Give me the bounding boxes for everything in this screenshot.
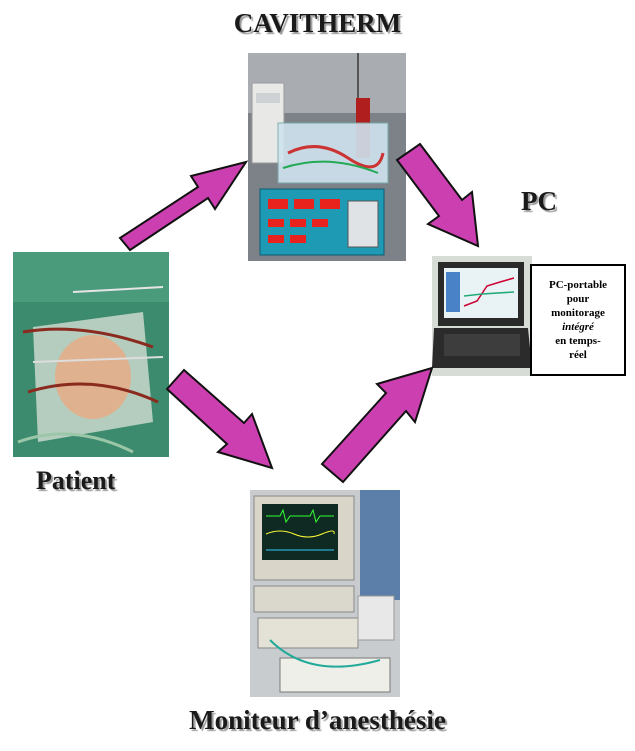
pc-caption-box: PC-portable pour monitorage intégré en t… (530, 264, 626, 376)
cavitherm-photo (248, 53, 406, 261)
arrow-patient-to-cavitherm (118, 160, 249, 252)
patient-label: Patient (36, 466, 116, 495)
patient-photo (13, 252, 169, 457)
arrow-patient-to-moniteur (165, 368, 274, 470)
moniteur-photo (250, 490, 400, 697)
pc-caption-line: réel (569, 349, 587, 361)
arrow-cavitherm-to-pc (395, 142, 480, 248)
pc-caption-line: PC-portable (548, 279, 608, 291)
pc-photo (432, 256, 532, 376)
pc-caption-line: intégré (562, 321, 594, 333)
pc-caption-line: en temps- (555, 335, 601, 347)
pc-caption-line: pour (566, 293, 590, 305)
pc-label: PC (521, 186, 557, 216)
arrow-moniteur-to-pc (320, 366, 434, 484)
moniteur-label: Moniteur d’anesthésie (189, 705, 446, 735)
pc-caption-line: monitorage (551, 307, 605, 319)
cavitherm-label: CAVITHERM (233, 8, 402, 38)
